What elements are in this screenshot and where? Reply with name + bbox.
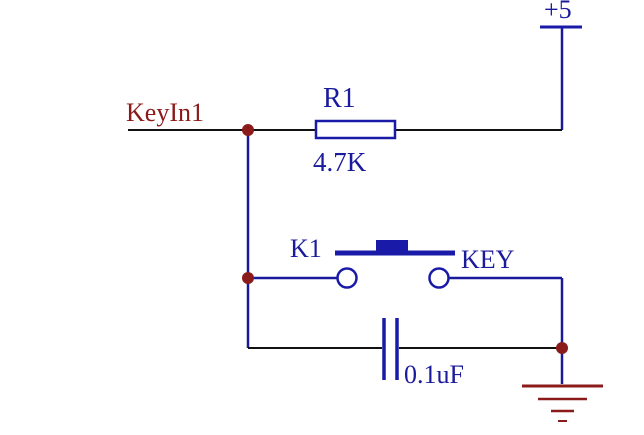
junction-dot bbox=[242, 124, 254, 136]
switch-name-label: KEY bbox=[461, 245, 515, 274]
resistor-r1: R1 4.7K bbox=[313, 83, 397, 177]
power-symbol: +5 bbox=[540, 0, 582, 130]
top-net: KeyIn1 bbox=[126, 98, 562, 131]
switch-contact-right bbox=[428, 267, 450, 289]
junction-dot bbox=[556, 342, 568, 354]
resistor-ref-label: R1 bbox=[323, 83, 356, 114]
ground-symbol bbox=[522, 384, 603, 422]
switch-ref-label: K1 bbox=[290, 234, 322, 263]
resistor-body bbox=[314, 119, 397, 140]
capacitor-value-label: 0.1uF bbox=[404, 360, 464, 389]
junctions bbox=[242, 124, 568, 354]
resistor-value-label: 4.7K bbox=[313, 147, 367, 177]
power-label: +5 bbox=[544, 0, 572, 24]
switch-k1: K1 KEY bbox=[248, 234, 562, 289]
switch-plunger bbox=[376, 240, 408, 253]
capacitor: 0.1uF bbox=[248, 318, 562, 389]
junction-dot bbox=[242, 272, 254, 284]
net-label-keyin1: KeyIn1 bbox=[126, 98, 204, 127]
switch-contact-left bbox=[336, 267, 358, 289]
